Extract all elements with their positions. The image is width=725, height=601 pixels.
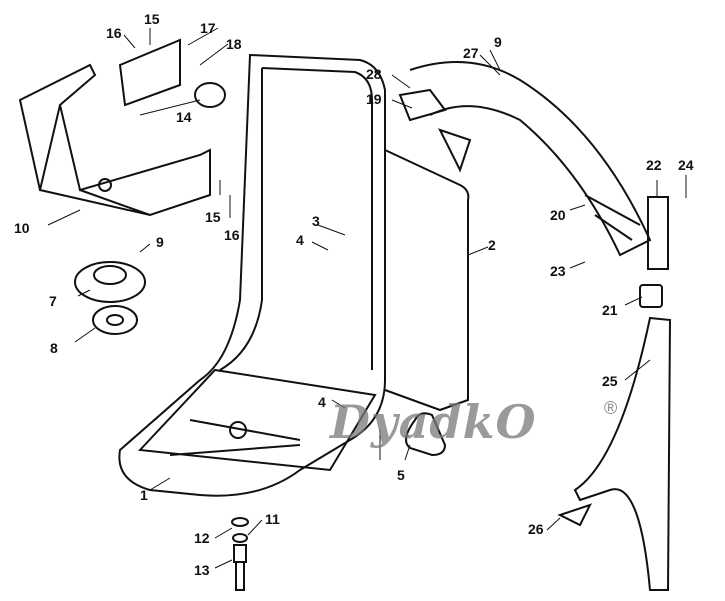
part-label-19: 19 xyxy=(366,91,382,107)
part-label-13: 13 xyxy=(194,562,210,578)
loop-bracket xyxy=(405,412,447,457)
back-panel xyxy=(384,149,470,412)
backpack-frame xyxy=(118,53,386,497)
bolt xyxy=(233,544,247,591)
shoulder-strap xyxy=(409,61,652,257)
part-label-4: 4 xyxy=(296,232,304,248)
part-label-14: 14 xyxy=(176,109,192,125)
part-label-16: 16 xyxy=(106,25,122,41)
part-label-16b: 16 xyxy=(224,227,240,243)
watermark: DyadkO xyxy=(330,395,537,449)
guard-plate xyxy=(18,63,211,217)
bracket xyxy=(118,38,181,107)
slide-buckle xyxy=(639,284,663,308)
part-label-12: 12 xyxy=(194,530,210,546)
part-label-4b: 4 xyxy=(318,394,326,410)
waist-strap xyxy=(573,316,672,591)
strap-pad xyxy=(647,196,669,270)
part-label-28: 28 xyxy=(366,66,382,82)
strap-buckle xyxy=(398,88,472,173)
part-label-20: 20 xyxy=(550,207,566,223)
part-label-24: 24 xyxy=(678,157,694,173)
part-label-17: 17 xyxy=(200,20,216,36)
part-label-25: 25 xyxy=(602,373,618,389)
part-label-9b: 9 xyxy=(494,34,502,50)
part-label-15: 15 xyxy=(144,11,160,27)
hub-flange xyxy=(74,261,146,303)
part-label-5: 5 xyxy=(397,467,405,483)
part-label-1: 1 xyxy=(140,487,148,503)
part-label-7: 7 xyxy=(49,293,57,309)
part-label-27: 27 xyxy=(463,45,479,61)
part-label-2: 2 xyxy=(488,237,496,253)
part-label-23: 23 xyxy=(550,263,566,279)
bearing xyxy=(92,305,138,335)
registered-mark: ® xyxy=(604,398,618,418)
part-label-11: 11 xyxy=(265,511,280,527)
d-ring xyxy=(557,503,592,527)
part-label-26: 26 xyxy=(528,521,544,537)
part-label-21: 21 xyxy=(602,302,618,318)
part-label-10: 10 xyxy=(14,220,30,236)
part-label-3: 3 xyxy=(312,213,320,229)
part-label-18: 18 xyxy=(226,36,242,52)
part-label-8: 8 xyxy=(50,340,58,356)
part-label-22: 22 xyxy=(646,157,662,173)
part-label-9: 9 xyxy=(156,234,164,250)
part-label-15b: 15 xyxy=(205,209,221,225)
